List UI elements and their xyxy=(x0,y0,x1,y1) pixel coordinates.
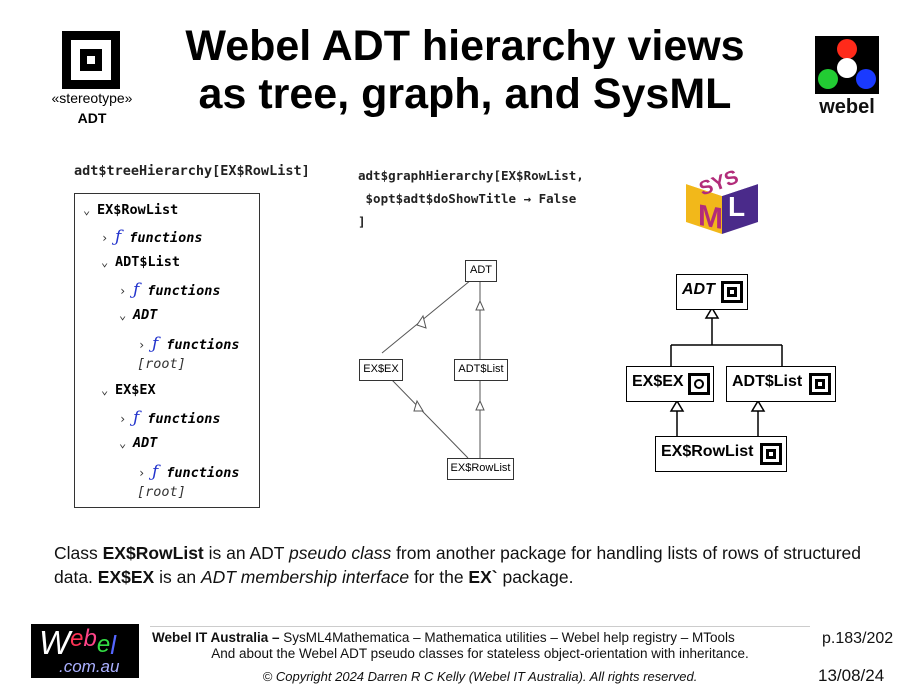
arrow-rowlist-adtlist xyxy=(475,399,485,411)
tree-row-root: [root] xyxy=(137,356,186,372)
chevron-right-icon[interactable]: › xyxy=(138,466,146,480)
graph-node-rowlist[interactable]: EX$RowList xyxy=(447,458,514,480)
arrow-rowlist-exex xyxy=(413,399,424,412)
function-icon: ƒ xyxy=(152,334,159,354)
generalization-arrow-adt xyxy=(704,306,720,319)
function-icon: ƒ xyxy=(115,227,122,247)
stereotype-name: ADT xyxy=(77,110,107,126)
tree-row[interactable]: ⌄EX$EX xyxy=(101,382,156,398)
arrow-adtlist-adt xyxy=(475,299,485,311)
function-icon: ƒ xyxy=(133,408,140,428)
tree-row-root: [root] xyxy=(137,484,186,500)
adt-interface-icon xyxy=(688,373,710,395)
sysml-logo-icon: M L SYS xyxy=(686,166,758,236)
tree-row[interactable]: ⌄ADT xyxy=(119,435,158,451)
graph-node-adt[interactable]: ADT xyxy=(465,260,497,282)
adt-stereotype-icon xyxy=(721,281,743,303)
adt-stereotype-icon xyxy=(809,373,831,395)
chevron-down-icon[interactable]: ⌄ xyxy=(101,255,109,269)
chevron-right-icon[interactable]: › xyxy=(138,338,146,352)
package-name: EX` xyxy=(468,567,498,587)
page-title: Webel ADT hierarchy views as tree, graph… xyxy=(150,22,780,118)
sysml-block-exex[interactable]: EX$EX xyxy=(626,366,714,402)
sysml-block-adtlist[interactable]: ADT$List xyxy=(726,366,836,402)
company-name[interactable]: Webel IT Australia xyxy=(152,630,269,645)
sysml-edges xyxy=(669,306,783,437)
chevron-right-icon[interactable]: › xyxy=(119,412,127,426)
description-paragraph: Class EX$RowList is an ADT pseudo class … xyxy=(54,543,862,587)
graph-edges xyxy=(381,279,485,459)
footer-links: Webel IT Australia – SysML4Mathematica –… xyxy=(152,630,735,645)
webel-logo-icon xyxy=(815,36,879,94)
stereotype-label: «stereotype» xyxy=(51,90,133,106)
sysml-block-adt[interactable]: ADT xyxy=(676,274,748,310)
copyright: © Copyright 2024 Darren R C Kelly (Webel… xyxy=(262,669,698,684)
tree-hierarchy-code: adt$treeHierarchy[EX$RowList] xyxy=(74,163,310,179)
page-number: p.183/202 xyxy=(822,630,894,647)
footer-subtitle: And about the Webel ADT pseudo classes f… xyxy=(211,646,749,661)
graph-node-adtlist[interactable]: ADT$List xyxy=(454,359,508,381)
generalization-arrow-exex xyxy=(669,399,685,412)
sysml-block-rowlist[interactable]: EX$RowList xyxy=(655,436,787,472)
graph-hierarchy-code: adt$graphHierarchy[EX$RowList, $opt$adt$… xyxy=(358,168,584,229)
tree-row[interactable]: ⌄ADT xyxy=(119,307,158,323)
arrow-exex-adt xyxy=(416,314,427,329)
edge-rowlist-exex xyxy=(391,379,469,459)
edge-exex-adt xyxy=(381,279,472,354)
chevron-down-icon[interactable]: ⌄ xyxy=(83,203,91,217)
title-line-2: as tree, graph, and SysML xyxy=(198,70,732,118)
class-name: EX$RowList xyxy=(102,543,204,563)
chevron-right-icon[interactable]: › xyxy=(101,231,109,245)
title-line-1: Webel ADT hierarchy views xyxy=(185,22,745,70)
function-icon: ƒ xyxy=(133,280,140,300)
date: 13/08/24 xyxy=(818,666,885,685)
tree-row[interactable]: ⌄ADT$List xyxy=(101,254,181,270)
tree-row[interactable]: ⌄EX$RowList xyxy=(83,202,179,218)
adt-stereotype-icon xyxy=(62,31,120,89)
webel-logo-word: webel xyxy=(819,96,875,118)
class-name: EX$EX xyxy=(97,567,155,587)
footer-divider xyxy=(150,626,810,627)
graph-node-exex[interactable]: EX$EX xyxy=(359,359,403,381)
chevron-down-icon[interactable]: ⌄ xyxy=(101,383,109,397)
webel-footer-logo[interactable]: Webel .com.au xyxy=(31,624,139,678)
chevron-down-icon[interactable]: ⌄ xyxy=(119,308,127,322)
generalization-arrow-adtlist xyxy=(750,399,766,412)
footer-link-list[interactable]: SysML4Mathematica – Mathematica utilitie… xyxy=(283,630,735,645)
chevron-right-icon[interactable]: › xyxy=(119,284,127,298)
chevron-down-icon[interactable]: ⌄ xyxy=(119,436,127,450)
adt-stereotype-icon xyxy=(760,443,782,465)
svg-text:L: L xyxy=(728,191,745,222)
svg-text:M: M xyxy=(698,199,723,236)
function-icon: ƒ xyxy=(152,462,159,482)
